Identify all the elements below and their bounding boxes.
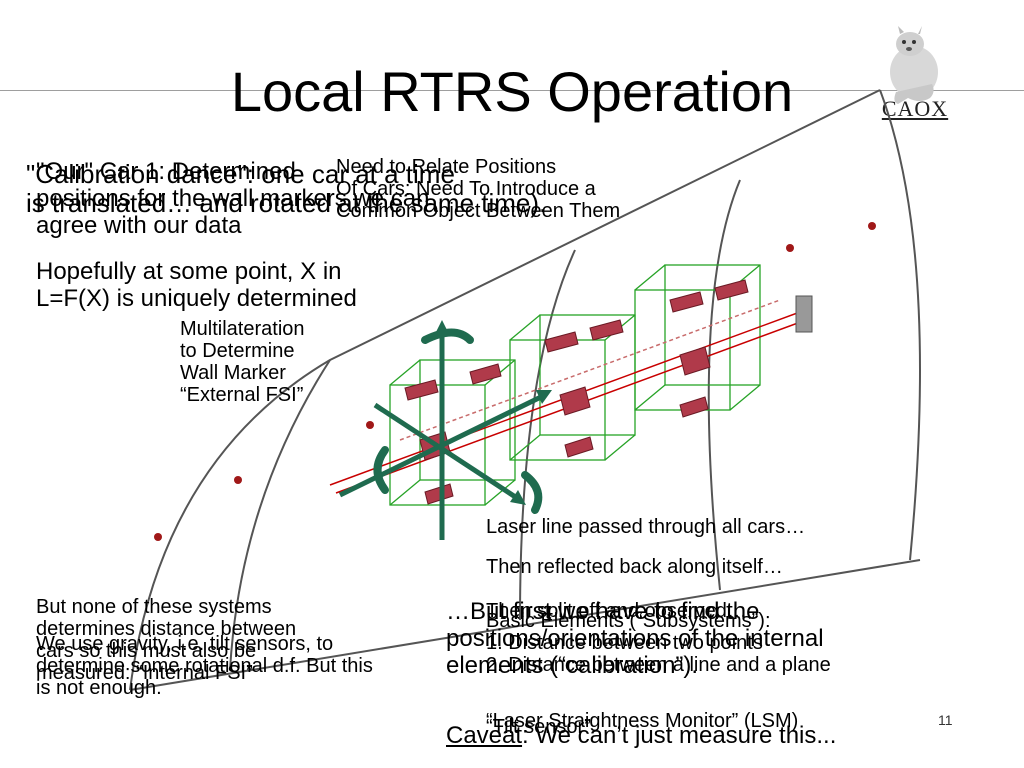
page-number: 11 (938, 712, 953, 728)
lsm-label: “Laser Straightness Monitor” (LSM) (486, 710, 799, 732)
wall-marker (786, 244, 794, 252)
wall-marker (154, 533, 162, 541)
first-find-text: …But first we have to find the positions… (446, 598, 824, 679)
car1-text: "Our" Car 1: Determined positions for th… (36, 158, 430, 239)
panels (404, 279, 749, 505)
caveat-label: Caveat (446, 722, 523, 749)
caveat-line: Caveat: We can’t just measure this... (446, 722, 1016, 749)
calibration-dance-text: "Calibration dance": one car at a time i… (26, 159, 547, 218)
wall-markers (154, 222, 876, 541)
multilateration-label: Multilateration to Determine Wall Marker… (180, 318, 305, 406)
laser-source (795, 295, 813, 333)
wall-marker (234, 476, 242, 484)
uniqueness-text: Hopefully at some point, X in L=F(X) is … (36, 258, 357, 312)
gravity-text: We use gravity, i.e. tilt sensors, to de… (36, 633, 373, 699)
rotation-arrows (373, 328, 543, 514)
logo-text: CAOX (881, 96, 949, 121)
cars (389, 264, 761, 506)
slide-title: Local RTRS Operation (230, 60, 794, 123)
axes (338, 330, 547, 540)
none-systems-text: But none of these systems determines dis… (36, 596, 297, 684)
tilt-sensor-label: “Tilt sensor” (486, 716, 591, 738)
then-split-label: Then split off and observed… (486, 600, 747, 622)
axis-arrows (434, 320, 552, 505)
reflected-label: Then reflected back along itself… (486, 556, 783, 578)
tunnel-wall (129, 89, 921, 691)
wall-marker (366, 421, 374, 429)
basic-elements-text: Basic Elements (“Subsystems”): 1. Distan… (486, 610, 831, 676)
laser-line-label: Laser line passed through all cars… (486, 516, 806, 538)
caveat-rest: : We can’t just measure this... (522, 722, 837, 749)
wall-marker (868, 222, 876, 230)
header-rule (0, 90, 1024, 91)
caox-logo (890, 26, 938, 104)
relate-positions-text: Need to Relate Positions Of Cars: Need T… (336, 156, 621, 222)
